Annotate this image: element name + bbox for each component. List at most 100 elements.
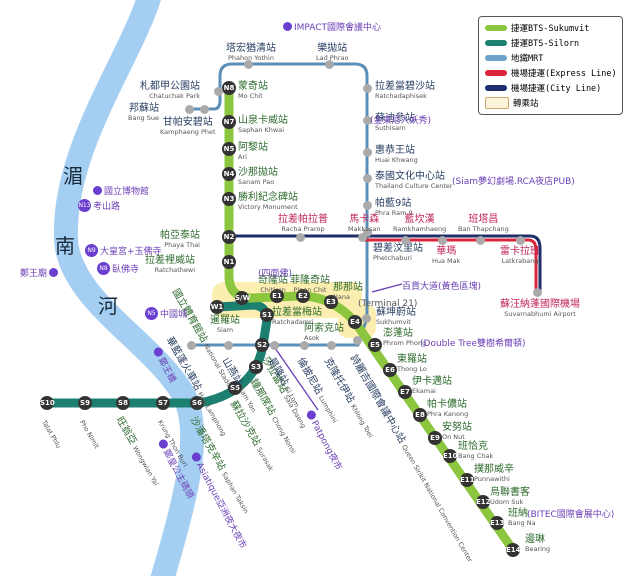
station-badge[interactable]: S5 [228,381,242,395]
poi-1[interactable]: 國立博物館 [93,184,149,197]
station-dot[interactable] [223,340,233,350]
station-dot[interactable] [199,104,209,114]
station-dot[interactable] [186,340,196,350]
station-badge[interactable]: E4 [348,315,362,329]
station-dot[interactable] [437,235,447,245]
station-badge[interactable]: E13 [490,516,505,530]
station-badge[interactable]: E7 [398,385,412,399]
station-badge[interactable]: S6 [190,396,204,410]
station-dot[interactable] [532,287,542,297]
station-badge[interactable]: E5 [368,338,382,352]
station-badge[interactable]: E2 [296,289,310,303]
station-badge[interactable]: S3 [249,360,263,374]
station-badge[interactable]: N5 [222,142,236,156]
station-dot[interactable] [352,335,362,345]
station-dot[interactable] [184,104,194,114]
station-badge[interactable]: E10 [443,449,458,463]
station-badge[interactable]: S9 [78,396,92,410]
station-dot[interactable] [515,235,525,245]
station-badge[interactable]: N2 [222,230,236,244]
station-dot[interactable] [400,235,410,245]
station-badge[interactable]: S2 [255,338,269,352]
station-badge[interactable]: E14 [506,543,521,557]
station-badge[interactable]: N7 [222,115,236,129]
station-dot[interactable] [362,227,372,237]
station-dot[interactable] [361,313,371,323]
station-badge[interactable]: W1 [210,300,224,314]
station-dot[interactable] [362,83,372,93]
station-badge[interactable]: S/W [235,291,250,305]
poi-0[interactable]: IMPACT國際會議中心 [283,20,381,33]
station-dot[interactable] [475,235,485,245]
station-dot[interactable] [243,59,253,69]
station-badge[interactable]: E6 [383,363,397,377]
station-badge[interactable]: E1 [270,289,284,303]
poi-5[interactable]: 鄭王廟 [20,266,59,279]
station-badge[interactable]: N1 [222,255,236,269]
station-badge[interactable]: N3 [222,192,236,206]
station-badge[interactable]: N8 [222,81,236,95]
station-badge[interactable]: S1 [260,308,274,322]
station-badge[interactable]: S8 [116,396,130,410]
station-dot[interactable] [362,173,372,183]
station-badge[interactable]: E11 [460,473,475,487]
station-badge[interactable]: E12 [476,495,491,509]
station-badge[interactable]: E8 [413,408,427,422]
station-badge[interactable]: E9 [428,431,442,445]
station-dot[interactable] [362,115,372,125]
station-dot[interactable] [326,340,336,350]
station-dot[interactable] [362,200,372,210]
station-badge[interactable]: S10 [40,396,55,410]
station-dot[interactable] [295,232,305,242]
station-dot[interactable] [324,59,334,69]
station-dot[interactable] [269,340,279,350]
station-dot[interactable] [362,147,372,157]
station-dot[interactable] [299,340,309,350]
